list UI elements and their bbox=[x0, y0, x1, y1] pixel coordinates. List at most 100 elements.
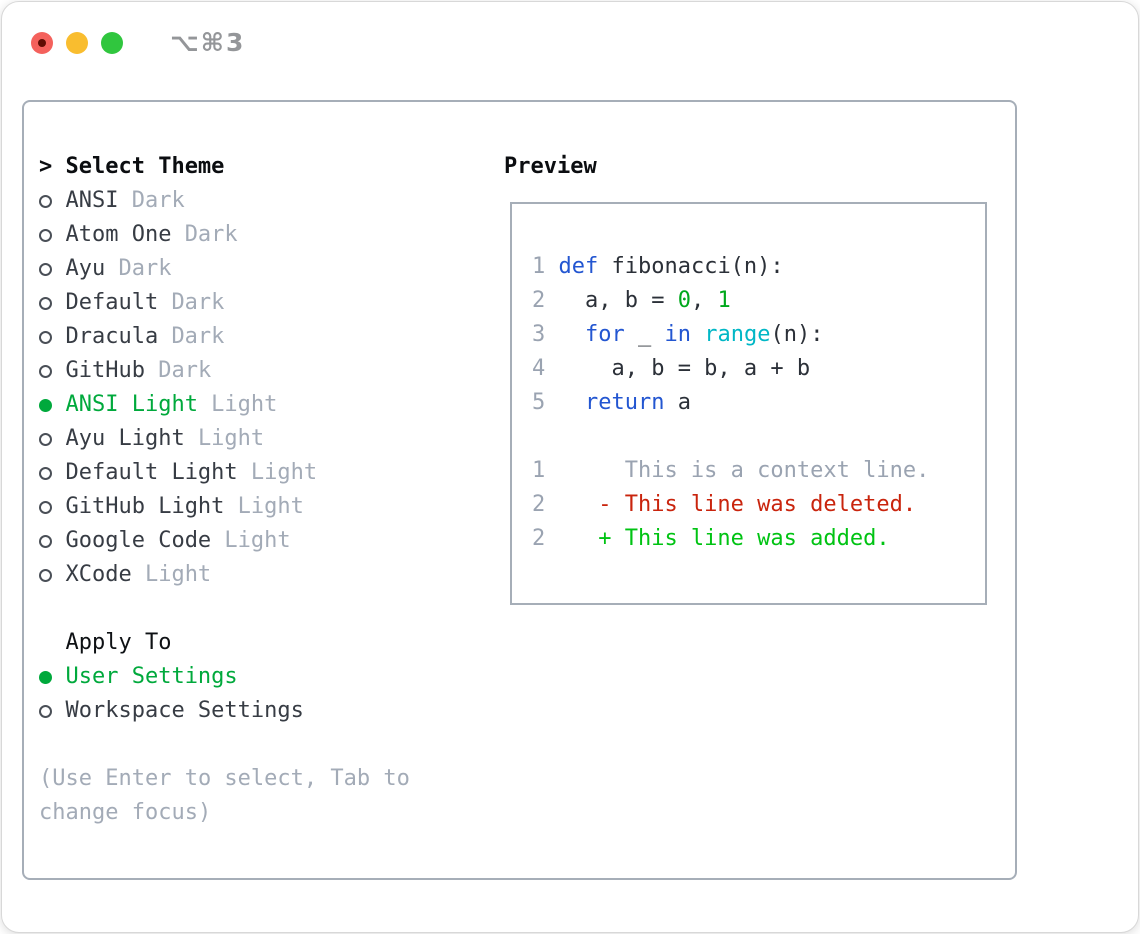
theme-name: Dracula bbox=[65, 324, 159, 349]
radio-icon bbox=[39, 330, 65, 344]
theme-name: Default Light bbox=[65, 460, 238, 485]
select-theme-header: > Select Theme bbox=[39, 150, 410, 184]
radio-icon bbox=[39, 500, 65, 514]
line-number: 5 bbox=[532, 390, 546, 415]
radio-selected-dot bbox=[39, 670, 52, 684]
code-token: def bbox=[558, 254, 599, 279]
theme-variant: Dark bbox=[118, 256, 172, 281]
line-number: 1 bbox=[532, 254, 546, 279]
radio-icon bbox=[39, 670, 65, 684]
spacer-row bbox=[39, 592, 410, 626]
radio-icon bbox=[39, 568, 65, 582]
apply-option-label: Workspace Settings bbox=[65, 698, 304, 723]
code-token: a, b = b, a + b bbox=[558, 356, 811, 381]
theme-name: Ayu Light bbox=[65, 426, 185, 451]
radio-icon bbox=[39, 466, 65, 480]
theme-variant: Dark bbox=[171, 324, 225, 349]
radio-icon bbox=[39, 262, 65, 276]
theme-variant: Light bbox=[237, 494, 304, 519]
theme-name: XCode bbox=[65, 562, 132, 587]
radio-circle bbox=[39, 568, 52, 582]
focus-caret-icon: > bbox=[39, 154, 53, 179]
radio-icon bbox=[39, 432, 65, 446]
radio-circle bbox=[39, 228, 52, 242]
theme-name: ANSI bbox=[65, 188, 119, 213]
code-token: , bbox=[690, 288, 718, 313]
minimize-button[interactable] bbox=[66, 31, 88, 54]
code-token bbox=[691, 318, 704, 352]
radio-icon bbox=[39, 228, 65, 242]
select-theme-title: Select Theme bbox=[65, 154, 225, 179]
radio-circle bbox=[39, 466, 52, 480]
theme-variant: Light bbox=[250, 460, 318, 485]
theme-variant: Light bbox=[144, 562, 212, 587]
radio-icon bbox=[39, 194, 65, 208]
zoom-button[interactable] bbox=[101, 31, 123, 54]
code-token bbox=[558, 386, 585, 420]
code-token: a bbox=[664, 390, 691, 415]
apply-to-option[interactable]: User Settings bbox=[39, 660, 410, 694]
radio-circle bbox=[39, 330, 52, 344]
radio-circle bbox=[39, 296, 52, 310]
apply-to-title: Apply To bbox=[65, 630, 172, 655]
radio-circle bbox=[39, 194, 52, 208]
theme-variant: Light bbox=[211, 392, 278, 417]
theme-name: Default bbox=[65, 290, 159, 315]
hint-line-2: change focus) bbox=[39, 800, 212, 825]
radio-selected-dot bbox=[39, 398, 52, 412]
radio-circle bbox=[39, 534, 52, 548]
theme-name: Google Code bbox=[65, 528, 212, 553]
theme-variant: Dark bbox=[158, 358, 212, 383]
code-token: 0 bbox=[677, 288, 691, 313]
line-number: 4 bbox=[532, 356, 546, 381]
radio-circle bbox=[39, 500, 52, 514]
theme-variant: Dark bbox=[184, 222, 238, 247]
code-token bbox=[558, 318, 585, 352]
radio-circle bbox=[39, 704, 52, 718]
radio-circle bbox=[39, 262, 52, 276]
code-token: _ bbox=[624, 322, 665, 347]
diff-line: 2 + This line was added. bbox=[532, 522, 985, 556]
code-line: 5 return a bbox=[532, 386, 985, 420]
theme-option[interactable]: ANSI Dark bbox=[39, 184, 410, 218]
code-token: a, b = bbox=[558, 288, 678, 313]
code-token: for bbox=[584, 322, 625, 347]
code-token: fibonacci(n): bbox=[598, 254, 784, 279]
theme-option[interactable]: Default Light Light bbox=[39, 456, 410, 490]
diff-line: 1 This is a context line. bbox=[532, 454, 985, 488]
apply-option-label: User Settings bbox=[65, 664, 238, 689]
line-number: 1 bbox=[532, 458, 546, 483]
theme-option[interactable]: XCode Light bbox=[39, 558, 410, 592]
line-number: 2 bbox=[532, 492, 546, 517]
close-dot-icon bbox=[38, 38, 46, 47]
radio-icon bbox=[39, 364, 65, 378]
diff-line: 2 - This line was deleted. bbox=[532, 488, 985, 522]
radio-circle bbox=[39, 432, 52, 446]
window-title: ⌥⌘3 bbox=[170, 28, 246, 57]
theme-variant: Dark bbox=[131, 188, 185, 213]
diff-text: - This line was deleted. bbox=[558, 492, 917, 517]
code-line: 4 a, b = b, a + b bbox=[532, 352, 985, 386]
line-number: 2 bbox=[532, 526, 546, 551]
code-token: 1 bbox=[717, 288, 731, 313]
theme-option[interactable]: Dracula Dark bbox=[39, 320, 410, 354]
apply-to-option[interactable]: Workspace Settings bbox=[39, 694, 410, 728]
spacer-row bbox=[39, 728, 410, 762]
code-token: return bbox=[584, 390, 665, 415]
radio-icon bbox=[39, 704, 65, 718]
radio-icon bbox=[39, 534, 65, 548]
close-button[interactable] bbox=[31, 31, 53, 54]
